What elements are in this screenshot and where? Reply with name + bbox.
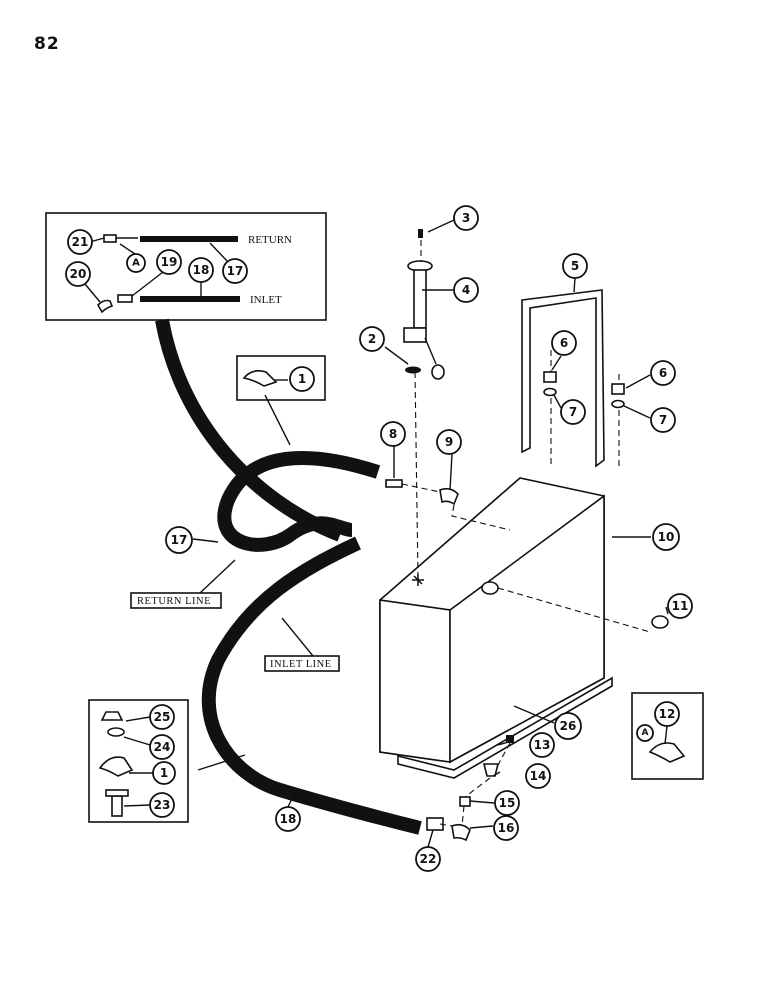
- callout-19: 19: [156, 249, 182, 275]
- callout-7a: 7: [560, 399, 586, 425]
- svg-text:8: 8: [389, 427, 397, 441]
- svg-text:15: 15: [499, 796, 516, 810]
- line-labels: RETURN LINE INLET LINE: [130, 559, 340, 672]
- svg-text:17: 17: [227, 264, 244, 278]
- callout-3: 3: [453, 205, 479, 231]
- svg-text:20: 20: [70, 267, 87, 281]
- assembly-lines: [401, 240, 651, 827]
- callout-5: 5: [562, 253, 588, 279]
- callout-16: 16: [493, 815, 519, 841]
- svg-text:9: 9: [445, 435, 453, 449]
- callout-A-top: A: [126, 253, 146, 273]
- callout-6b: 6: [650, 360, 676, 386]
- callout-24: 24: [149, 734, 175, 760]
- inlet-line-label: INLET LINE: [270, 659, 332, 670]
- svg-text:5: 5: [571, 259, 579, 273]
- callout-26: 26: [554, 712, 582, 740]
- return-label: RETURN: [248, 234, 292, 246]
- svg-text:23: 23: [154, 798, 171, 812]
- callout-11: 11: [667, 593, 693, 619]
- hoses: [155, 318, 422, 835]
- svg-text:16: 16: [498, 821, 515, 835]
- svg-text:21: 21: [72, 235, 89, 249]
- callout-23: 23: [149, 792, 175, 818]
- tank-strap: [521, 289, 625, 468]
- callout-4: 4: [453, 277, 479, 303]
- callout-18: 18: [275, 806, 301, 832]
- callout-17: 17: [165, 526, 193, 554]
- callout-2: 2: [359, 326, 385, 352]
- callout-20: 20: [65, 261, 91, 287]
- callout-8: 8: [380, 421, 406, 447]
- callout-18-inset: 18: [188, 257, 214, 283]
- svg-text:13: 13: [534, 738, 551, 752]
- callout-12: 12: [654, 701, 680, 727]
- inlet-label: INLET: [250, 294, 282, 306]
- callout-14: 14: [525, 763, 551, 789]
- callout-leaders: [192, 219, 669, 848]
- callout-10: 10: [652, 523, 680, 551]
- callout-21: 21: [67, 229, 93, 255]
- fittings: [385, 479, 669, 842]
- callout-7b: 7: [650, 407, 676, 433]
- svg-text:18: 18: [193, 263, 210, 277]
- svg-text:A: A: [642, 728, 649, 738]
- callout-1: 1: [289, 366, 315, 392]
- svg-text:7: 7: [569, 405, 577, 419]
- svg-text:6: 6: [659, 366, 667, 380]
- svg-text:17: 17: [171, 533, 188, 547]
- page-number: 82: [34, 34, 60, 54]
- svg-text:19: 19: [161, 255, 178, 269]
- svg-text:2: 2: [368, 332, 376, 346]
- svg-text:1: 1: [160, 766, 168, 780]
- svg-text:14: 14: [530, 769, 547, 783]
- callout-17-inset: 17: [222, 258, 248, 284]
- svg-text:7: 7: [659, 413, 667, 427]
- svg-text:3: 3: [462, 211, 470, 225]
- callout-1-inset: 1: [152, 761, 176, 785]
- svg-text:18: 18: [280, 812, 297, 826]
- svg-text:4: 4: [462, 283, 470, 297]
- svg-text:1: 1: [298, 372, 306, 386]
- callout-6a: 6: [551, 330, 577, 356]
- svg-text:10: 10: [658, 530, 675, 544]
- return-line-label: RETURN LINE: [137, 596, 211, 607]
- callout-9: 9: [436, 429, 462, 455]
- svg-text:11: 11: [672, 599, 689, 613]
- fittings-inset: RETURN INLET: [45, 212, 327, 321]
- callout-13: 13: [529, 732, 555, 758]
- svg-text:12: 12: [659, 707, 676, 721]
- svg-text:A: A: [132, 258, 140, 269]
- svg-text:6: 6: [560, 336, 568, 350]
- svg-text:24: 24: [154, 740, 171, 754]
- callout-25: 25: [149, 704, 175, 730]
- sender-assembly: [403, 229, 445, 380]
- callouts: 1 2 3 4 5 6 6 7 7 8 9 10 11 12 13 14 15 …: [65, 205, 693, 872]
- svg-text:26: 26: [560, 719, 577, 733]
- callout-A-inset: A: [636, 724, 654, 742]
- svg-text:25: 25: [154, 710, 171, 724]
- callout-22: 22: [415, 846, 441, 872]
- fuel-tank: [379, 477, 613, 779]
- callout-15: 15: [494, 790, 520, 816]
- svg-text:22: 22: [420, 852, 437, 866]
